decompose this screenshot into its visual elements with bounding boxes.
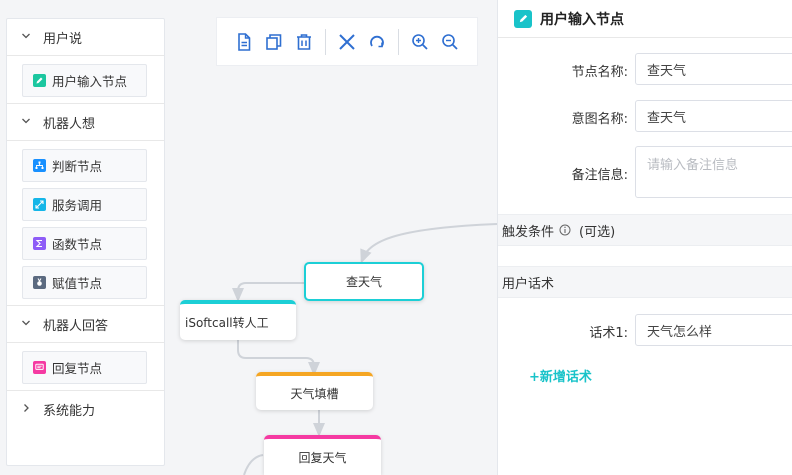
add-speech-button[interactable]: +新增话术 [529,370,592,385]
group-body: 用户输入节点 [7,56,164,104]
palette-item-service-call[interactable]: 服务调用 [22,188,147,221]
flow-node-label: 查天气 [345,275,382,289]
speech-1-label: 话术1: [589,326,628,341]
zoom-out-icon[interactable] [435,27,465,57]
group-body: 回复节点 [7,343,164,391]
group-title: 用户说 [43,31,83,47]
trigger-label: 触发条件 [502,224,555,240]
group-title: 机器人想 [43,116,96,132]
group-title: 机器人回答 [43,318,109,334]
connector-n4-down [243,454,264,475]
toolbar-divider [325,28,326,55]
redo-icon[interactable] [362,27,392,57]
flow-node-weather-slot[interactable]: 天气填槽 [256,372,373,410]
connector-n2-to-n3 [237,340,320,376]
palette-item-label: 回复节点 [52,361,103,376]
connector-external-to-n1 [360,223,498,264]
flow-node-label: iSoftcall转人工 [185,315,269,330]
chevron-down-icon [21,318,35,331]
message-icon [33,361,46,374]
flow-node-reply-weather[interactable]: 回复天气 [264,435,381,475]
group-body: 判断节点 服务调用 函数节点 赋值节点 [7,141,164,306]
edit-icon [514,9,532,28]
edit-icon [33,74,46,87]
intent-name-input[interactable]: 查天气 [635,100,792,132]
remark-label: 备注信息: [571,168,628,183]
toolbar-divider [398,28,399,55]
canvas-toolbar [216,17,478,66]
panel-title: 用户输入节点 [540,11,624,28]
palette-item-label: 判断节点 [52,159,103,174]
chevron-down-icon [21,116,35,129]
palette-item-label: 服务调用 [52,198,103,213]
trigger-optional: (可选) [579,224,616,240]
sigma-icon [33,237,46,250]
group-robot-thinks[interactable]: 机器人想 [7,104,164,141]
palette-item-label: 函数节点 [52,237,103,252]
trigger-condition-bar[interactable]: 触发条件 (可选) [498,214,792,246]
flow-node-label: 回复天气 [298,450,347,465]
group-system-abilities[interactable]: 系统能力 [7,391,164,428]
palette-item-user-input[interactable]: 用户输入节点 [22,64,147,97]
palette-item-condition[interactable]: 判断节点 [22,149,147,182]
palette-item-assign[interactable]: 赋值节点 [22,266,147,299]
connector-n1-to-n2 [232,282,306,302]
info-icon [559,224,571,236]
medal-icon [33,276,46,289]
palette-item-label: 用户输入节点 [52,74,128,89]
flow-node-check-weather[interactable]: 查天气 [304,262,424,301]
delete-icon[interactable] [289,27,319,57]
flow-node-transfer-agent[interactable]: iSoftcall转人工 [180,300,296,340]
intent-name-label: 意图名称: [571,112,628,127]
speech-1-input[interactable]: 天气怎么样 [635,314,792,346]
flow-node-label: 天气填槽 [290,386,339,401]
palette-item-label: 赋值节点 [52,276,103,291]
palette-item-function[interactable]: 函数节点 [22,227,147,260]
chevron-down-icon [21,31,35,44]
group-robot-answers[interactable]: 机器人回答 [7,306,164,343]
branch-icon [33,159,46,172]
node-name-label: 节点名称: [571,65,628,80]
node-name-input[interactable]: 查天气 [635,53,792,85]
user-speech-section: 用户话术 [498,266,792,298]
section-title: 用户话术 [502,276,555,292]
remark-textarea[interactable]: 请输入备注信息 [635,146,792,198]
file-icon[interactable] [229,27,259,57]
group-user-says[interactable]: 用户说 [7,19,164,56]
chevron-right-icon [21,403,35,416]
close-icon[interactable] [332,27,362,57]
palette-item-reply[interactable]: 回复节点 [22,351,147,384]
zoom-in-icon[interactable] [405,27,435,57]
panel-header: 用户输入节点 [498,0,792,38]
expand-icon [33,198,46,211]
node-palette: 用户说 用户输入节点 机器人想 判断节点 服务调用 [6,18,165,466]
node-properties-panel: 用户输入节点 节点名称: 查天气 意图名称: 查天气 备注信息: 请输入备注信息… [497,0,792,475]
group-title: 系统能力 [43,404,96,419]
copy-icon[interactable] [259,27,289,57]
